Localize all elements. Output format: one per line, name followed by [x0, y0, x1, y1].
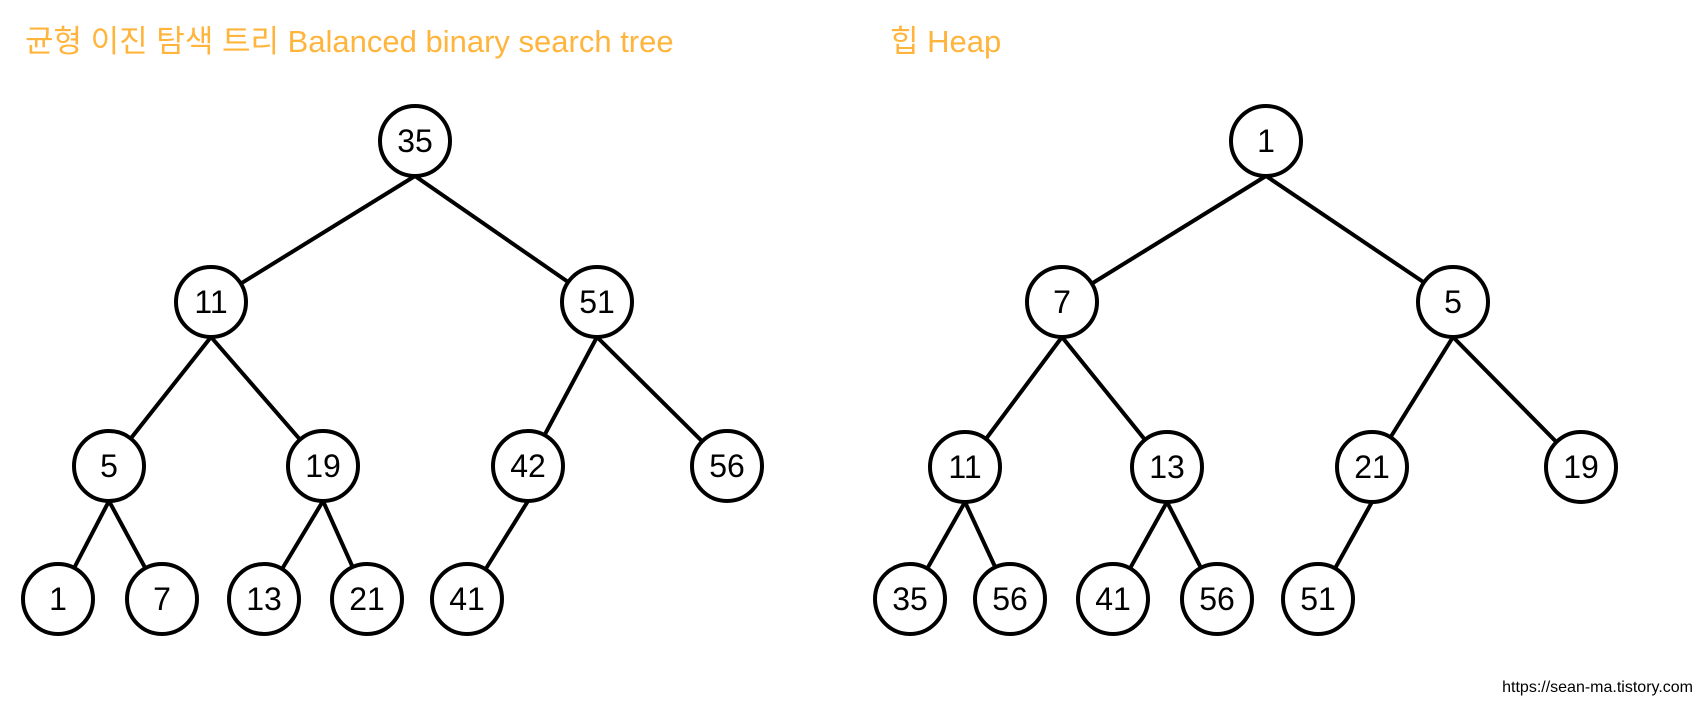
tree-node-h7 [1025, 265, 1099, 339]
tree-node-label-h1: 1 [1257, 123, 1275, 159]
tree-node-b51 [560, 265, 634, 339]
tree-node-label-b35: 35 [397, 123, 433, 159]
tree-node-b19 [286, 429, 360, 503]
balanced-binary-search-tree: 35 11 51 5 19 42 56 1 7 13 21 41 [21, 104, 764, 636]
tree-node-label-b56: 56 [709, 448, 745, 484]
tree-node-label-h7: 7 [1053, 284, 1071, 320]
tree-node-label-h56a: 56 [992, 581, 1028, 617]
tree-node-label-b42: 42 [510, 448, 546, 484]
tree-node-label-h41: 41 [1095, 581, 1131, 617]
tree-node-h35 [873, 562, 947, 636]
tree-node-label-b13: 13 [246, 581, 282, 617]
tree-node-b13 [227, 562, 301, 636]
tree-node-h56b [1180, 562, 1254, 636]
tree-node-h1 [1229, 104, 1303, 178]
heap: 1 7 5 11 13 21 19 35 56 41 56 51 [873, 104, 1618, 636]
tree-node-b11 [174, 265, 248, 339]
tree-node-h5 [1416, 265, 1490, 339]
tree-node-label-h13: 13 [1149, 449, 1185, 485]
tree-edge-h1-h5 [1264, 174, 1455, 304]
tree-node-label-b1: 1 [49, 581, 67, 617]
tree-node-label-b41: 41 [449, 581, 485, 617]
tree-node-b41 [430, 562, 504, 636]
tree-node-h19 [1544, 430, 1618, 504]
tree-node-label-h51: 51 [1300, 581, 1336, 617]
tree-node-label-b21: 21 [349, 581, 385, 617]
tree-node-label-b5: 5 [100, 448, 118, 484]
tree-edge-b35-b11 [209, 174, 417, 304]
tree-node-h51 [1281, 562, 1355, 636]
tree-node-b1 [21, 562, 95, 636]
tree-node-b5 [72, 429, 146, 503]
tree-node-label-b11: 11 [194, 284, 227, 320]
tree-edge-h1-h7 [1060, 174, 1268, 304]
tree-node-label-h35: 35 [892, 581, 928, 617]
tree-node-h41 [1076, 562, 1150, 636]
tree-node-h56a [973, 562, 1047, 636]
tree-node-b56 [690, 429, 764, 503]
tree-node-label-b7: 7 [153, 581, 171, 617]
tree-node-label-h5: 5 [1444, 284, 1462, 320]
tree-node-label-b19: 19 [305, 448, 341, 484]
tree-node-label-b51: 51 [579, 284, 615, 320]
bst-title: 균형 이진 탐색 트리 Balanced binary search tree [25, 24, 674, 59]
tree-node-label-h56b: 56 [1199, 581, 1235, 617]
tree-node-label-h21: 21 [1354, 449, 1390, 485]
tree-node-label-h11: 11 [948, 449, 981, 485]
tree-node-b35 [378, 104, 452, 178]
tree-node-label-h19: 19 [1563, 449, 1599, 485]
tree-node-h11 [928, 430, 1002, 504]
tree-node-h13 [1130, 430, 1204, 504]
tree-node-b21 [330, 562, 404, 636]
watermark-url: https://sean-ma.tistory.com [1502, 679, 1693, 696]
tree-node-h21 [1335, 430, 1409, 504]
tree-node-b42 [491, 429, 565, 503]
heap-title: 힙 Heap [890, 24, 1002, 59]
tree-node-b7 [125, 562, 199, 636]
